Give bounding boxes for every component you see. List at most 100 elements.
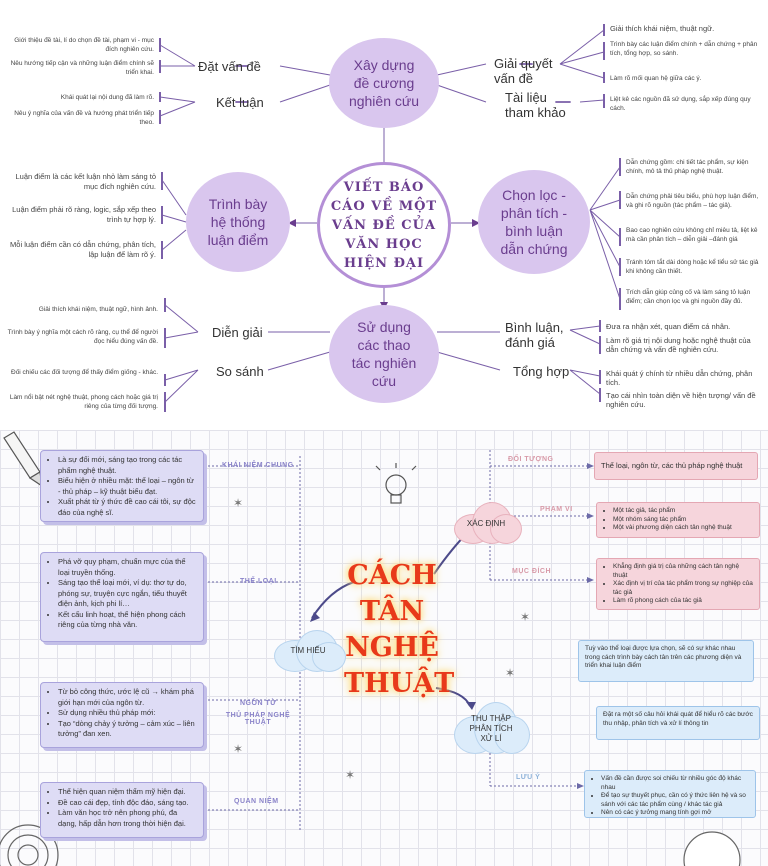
sparkle-icon: ✶	[520, 610, 531, 624]
note: Nêu ý nghĩa của vấn đề và hướng phát tri…	[14, 110, 154, 126]
bubble-de-cuong-label: Xây dựng đề cương nghiên cứu	[348, 57, 420, 109]
note: Tránh tóm tắt dài dòng hoặc kể tiểu sử t…	[626, 259, 759, 275]
sparkle-icon: ✶	[505, 666, 516, 680]
bottom-poster: ✶ ✶ ✶ ✶ ✶ CÁCH TÂN NGHỆ THUẬT TÌM HIỂU X…	[0, 430, 768, 866]
bubble-thao-tac-label: Sử dụng các thao tác nghiên cứu	[351, 319, 417, 389]
note: Luận điểm phải rõ ràng, logic, sắp xếp t…	[12, 205, 156, 224]
list-item: Để tạo sự thuyết phục, cần có ý thức liê…	[601, 792, 749, 809]
box-khai-niem: Là sự đổi mới, sáng tạo trong các tác ph…	[40, 450, 204, 522]
title-line: CÁCH	[347, 560, 437, 591]
tag-thu-phap: THỦ PHÁP NGHỆ THUẬT	[225, 712, 291, 726]
note: Đối chiếu các đối tượng để thấy điểm giố…	[11, 369, 158, 376]
title-line: NGHỆ	[345, 632, 439, 663]
list-item: Sáng tạo thể loại mới, ví dụ: thơ tự do,…	[58, 578, 197, 610]
sparkle-icon: ✶	[345, 768, 356, 782]
sub-dat-van-de: Đặt vấn đề	[198, 59, 261, 74]
note: Dẫn chứng phải tiêu biểu, phù hợp luận đ…	[626, 193, 759, 209]
title-line: TÂN	[359, 596, 425, 627]
tag-luu-y: LƯU Ý	[516, 774, 541, 781]
tag-muc-dich: MỤC ĐÍCH	[512, 568, 551, 575]
list-item: Thể hiện quan niệm thẩm mỹ hiện đại.	[58, 787, 197, 798]
note: Tạo cái nhìn toàn diện về hiện tượng/ vấ…	[606, 391, 756, 409]
sub-tai-lieu: Tài liệu tham khảo	[505, 90, 566, 120]
box-doi-tuong: Thể loại, ngôn từ, các thủ pháp nghệ thu…	[594, 452, 758, 480]
note: Mỗi luận điểm cần có dẫn chứng, phân tíc…	[10, 240, 156, 259]
box-text: Đặt ra một số câu hỏi khái quát để hiểu …	[603, 711, 753, 727]
list-item: Một vài phương diện cách tân nghệ thuật	[613, 524, 753, 533]
title-line: THUẬT	[344, 668, 455, 699]
box-thu-thap-2: Đặt ra một số câu hỏi khái quát để hiểu …	[596, 706, 760, 740]
note: Khái quát lại nội dung đã làm rõ.	[60, 94, 154, 101]
list-item: Khẳng định giá trị của những cách tân ng…	[613, 563, 753, 580]
sparkle-icon: ✶	[233, 496, 244, 510]
note: Luận điểm là các kết luận nhỏ làm sáng t…	[15, 172, 156, 191]
center-topic: VIẾT BÁO CÁO VỀ MỘT VẤN ĐỀ CỦA VĂN HỌC H…	[317, 162, 451, 288]
list-item: Làm văn học trở nên phong phú, đa dạng, …	[58, 808, 197, 829]
bubble-de-cuong: Xây dựng đề cương nghiên cứu	[329, 38, 439, 128]
list-item: Là sự đổi mới, sáng tạo trong các tác ph…	[58, 455, 197, 476]
note: Giới thiệu đề tài, lí do chọn đề tài, ph…	[14, 37, 154, 53]
note: Liệt kê các nguồn đã sử dụng, sắp xếp đú…	[610, 96, 751, 112]
center-topic-label: VIẾT BÁO CÁO VỀ MỘT VẤN ĐỀ CỦA VĂN HỌC H…	[330, 179, 438, 271]
note: Làm rõ giá trị nội dung hoặc nghệ thuật …	[606, 336, 751, 354]
cloud-xac-dinh-label: XÁC ĐỊNH	[466, 519, 506, 528]
list-item: Xác định vị trí của tác phẩm trong sự ng…	[613, 580, 753, 597]
list-item: Một tác giả, tác phẩm	[613, 507, 753, 516]
cloud-xac-dinh: XÁC ĐỊNH	[450, 502, 522, 546]
tag-khai-niem: KHÁI NIỆM CHUNG	[222, 462, 294, 469]
list-item: Tạo “dòng chảy ý tưởng – cảm xúc – liên …	[58, 719, 197, 740]
box-pham-vi: Một tác giả, tác phẩm Một nhóm sáng tác …	[596, 502, 760, 538]
tag-doi-tuong: ĐỐI TƯỢNG	[508, 456, 554, 463]
sub-ket-luan: Kết luận	[216, 95, 264, 110]
bubble-luan-diem-label: Trình bày hệ thống luận điểm	[207, 196, 269, 248]
note: Làm nổi bật nét nghệ thuật, phong cách h…	[9, 394, 158, 410]
note: Giải thích khái niệm, thuật ngữ, hình ản…	[38, 306, 158, 313]
box-quan-niem: Thể hiện quan niệm thẩm mỹ hiện đại. Đề …	[40, 782, 204, 838]
note: Đưa ra nhận xét, quan điểm cá nhân.	[606, 322, 731, 331]
note: Giải thích khái niệm, thuật ngữ.	[610, 24, 715, 33]
note: Làm rõ mối quan hệ giữa các ý.	[610, 75, 702, 82]
bubble-luan-diem: Trình bày hệ thống luận điểm	[186, 172, 290, 272]
list-item: Phá vỡ quy phạm, chuẩn mực của thể loại …	[58, 557, 197, 578]
list-item: Từ bỏ công thức, ước lệ cũ → khám phá gi…	[58, 687, 197, 708]
note: Trích dẫn giúp củng cố và làm sáng tỏ lu…	[626, 289, 751, 305]
note: Khái quát ý chính từ nhiều dẫn chứng, ph…	[606, 369, 753, 387]
note: Trình bày các luận điểm chính + dẫn chứn…	[610, 41, 758, 57]
box-ngon-tu: Từ bỏ công thức, ước lệ cũ → khám phá gi…	[40, 682, 204, 748]
note: Dẫn chứng gồm: chi tiết tác phẩm, sự kiệ…	[626, 159, 749, 175]
tag-the-loai: THỂ LOẠI	[240, 578, 277, 585]
box-muc-dich: Khẳng định giá trị của những cách tân ng…	[596, 558, 760, 610]
list-item: Làm rõ phong cách của tác giả	[613, 597, 753, 606]
note: Trình bày ý nghĩa một cách rõ ràng, cụ t…	[7, 329, 158, 345]
list-item: Nên có các ý tưởng mang tính gợi mở	[601, 809, 749, 818]
list-item: Biểu hiện ở nhiều mặt: thể loại – ngôn t…	[58, 476, 197, 497]
tag-quan-niem: QUAN NIỆM	[234, 798, 279, 805]
poster-title: CÁCH TÂN NGHỆ THUẬT	[344, 558, 455, 702]
box-text: Thể loại, ngôn từ, các thủ pháp nghệ thu…	[601, 460, 743, 470]
bubble-thao-tac: Sử dụng các thao tác nghiên cứu	[329, 305, 439, 403]
box-text: Tuỳ vào thể loại được lựa chọn, sẽ có sự…	[585, 645, 742, 669]
sub-tong-hop: Tổng hợp	[513, 364, 570, 379]
list-item: Đề cao cái đẹp, tính độc đáo, sáng tạo.	[58, 798, 197, 809]
cloud-tim-hieu-label: TÌM HIỂU	[290, 646, 326, 655]
sparkle-icon: ✶	[233, 742, 244, 756]
bubble-dan-chung: Chọn lọc - phân tích - bình luận dẫn chứ…	[478, 170, 590, 274]
tag-pham-vi: PHẠM VI	[540, 506, 573, 513]
sub-giai-quyet: Giải quyết vấn đề	[494, 56, 553, 86]
box-the-loai: Phá vỡ quy phạm, chuẩn mực của thể loại …	[40, 552, 204, 642]
bubble-dan-chung-label: Chọn lọc - phân tích - bình luận dẫn chứ…	[500, 187, 568, 257]
box-luu-y: Vấn đề cần được soi chiếu từ nhiều góc đ…	[584, 770, 756, 818]
note: Nêu hướng tiếp cận và những luận điểm ch…	[10, 60, 154, 76]
list-item: Vấn đề cần được soi chiếu từ nhiều góc đ…	[601, 775, 749, 792]
list-item: Một nhóm sáng tác phẩm	[613, 516, 753, 525]
cloud-thu-thap-label: THU THẬP PHÂN TÍCH XỬ LÍ	[469, 714, 513, 743]
sub-so-sanh: So sánh	[216, 364, 264, 379]
box-thu-thap-1: Tuỳ vào thể loại được lựa chọn, sẽ có sự…	[578, 640, 754, 682]
note: Bao cao nghiên cứu không chỉ miêu tả, li…	[626, 227, 758, 243]
sub-binh-luan: Bình luận, đánh giá	[505, 320, 564, 350]
list-item: Kết cấu linh hoạt, thể hiện phong cách r…	[58, 610, 197, 631]
list-item: Xuất phát từ ý thức đề cao cái tôi, sự đ…	[58, 497, 197, 518]
sub-dien-giai: Diễn giải	[212, 325, 263, 340]
tag-ngon-tu: NGÔN TỪ	[240, 700, 277, 707]
